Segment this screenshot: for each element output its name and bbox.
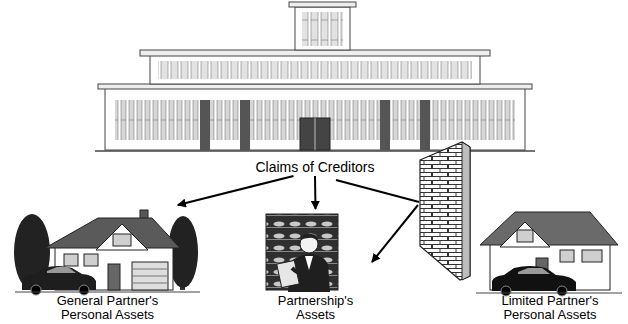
office-building <box>300 118 330 150</box>
office-building <box>98 84 532 89</box>
limited-partner-house <box>518 268 550 274</box>
brick-wall <box>420 142 470 280</box>
brick-wall <box>420 142 470 280</box>
picture-caption-node: Limited Partner's Personal Assets <box>475 204 625 322</box>
office-building <box>380 100 390 150</box>
general-partner-house <box>47 267 76 273</box>
picture-caption-node: Partnership's Assets <box>253 209 378 322</box>
limited-partner-house <box>517 230 533 242</box>
limited-partner-house <box>480 212 618 245</box>
brick-wall <box>462 142 470 280</box>
general-partner-house <box>113 234 131 246</box>
office-building <box>315 118 316 150</box>
office-building <box>302 12 343 46</box>
caption-text: Partnership's Assets <box>268 294 363 322</box>
partnership-assets-picture <box>277 260 300 287</box>
general-partner-house <box>108 264 120 290</box>
general-partner-house <box>132 283 168 284</box>
general-partner-house <box>14 210 200 295</box>
general-partner-house <box>132 276 168 277</box>
office-building <box>289 2 356 7</box>
office-building <box>105 88 525 150</box>
caption-text: General Partner's Personal Assets <box>45 294 170 322</box>
office-building <box>95 2 535 151</box>
limited-partner-house <box>476 212 622 296</box>
office-building <box>158 61 472 79</box>
partnership-assets-picture <box>300 234 318 242</box>
blocked-claim-line <box>336 180 419 262</box>
picture-caption-node: Claims of Creditors <box>100 0 530 176</box>
limited-partner-house <box>500 222 550 247</box>
limited-partner-house <box>560 250 574 262</box>
limited-partner-house <box>490 242 610 290</box>
caption-text: Claims of Creditors <box>100 159 530 176</box>
partnership-assets-picture <box>266 214 338 292</box>
office-building <box>295 7 350 50</box>
general-partner-house <box>132 262 168 290</box>
office-building <box>150 55 480 84</box>
claim-arrow <box>178 176 294 205</box>
general-partner-house <box>84 254 98 266</box>
partnership-assets-picture <box>292 268 308 273</box>
blocked-claim-line <box>372 205 418 262</box>
general-partner-house <box>132 269 168 270</box>
general-partner-house <box>15 292 200 293</box>
blocked-claim-line <box>336 180 419 202</box>
limited-partner-house <box>582 250 602 262</box>
office-building <box>420 100 430 150</box>
caption-text: Limited Partner's Personal Assets <box>488 294 613 322</box>
general-partner-house <box>64 254 78 266</box>
general-partner-house <box>31 285 41 295</box>
general-partner-house <box>96 224 148 250</box>
office-building <box>200 100 210 150</box>
picture-caption-node: General Partner's Personal Assets <box>15 205 200 322</box>
claim-arrow <box>314 176 317 209</box>
office-building <box>240 100 250 150</box>
office-building <box>140 50 490 56</box>
partnership-assets-picture <box>305 256 313 270</box>
